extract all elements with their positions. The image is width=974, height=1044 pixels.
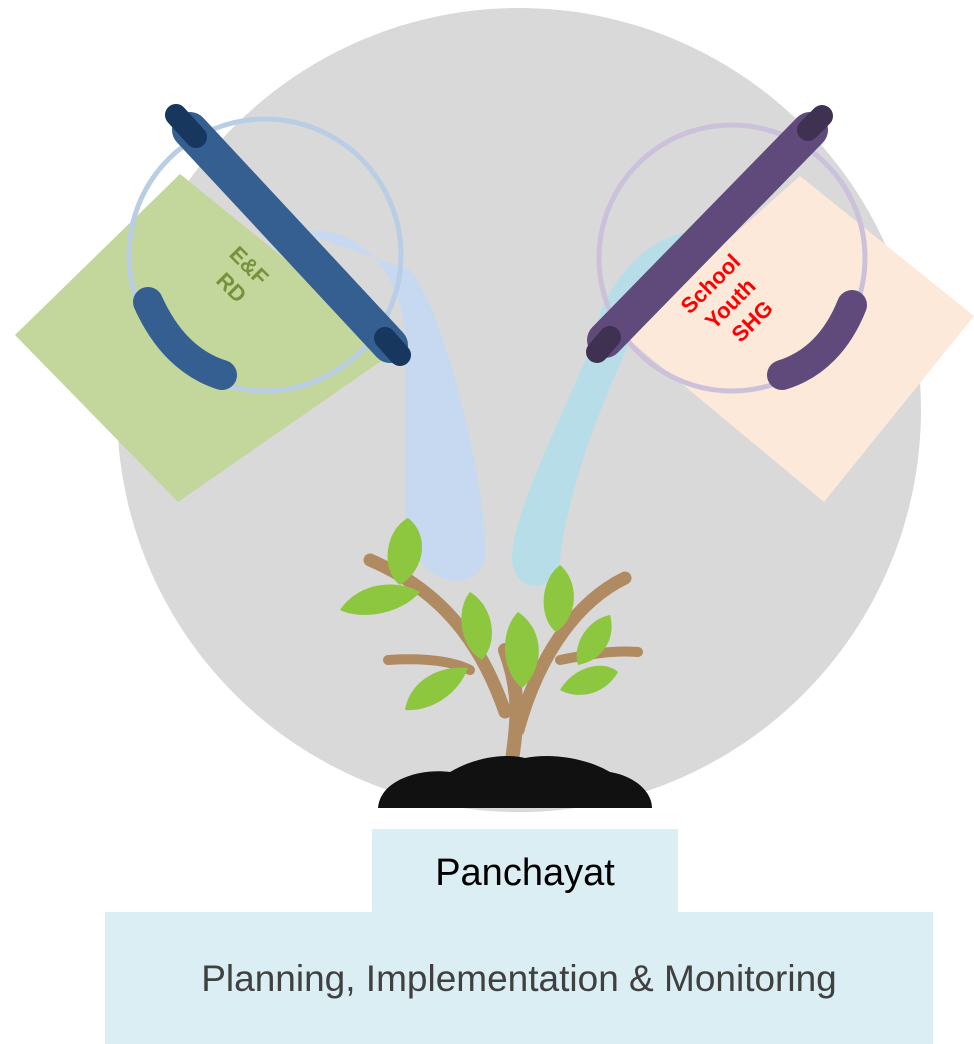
role-label: Planning, Implementation & Monitoring (201, 957, 837, 999)
left-bucket-handle-ring (126, 116, 404, 394)
right-bucket-rim-cap-top (797, 105, 833, 141)
right-bucket-grip (767, 290, 867, 390)
leaf-1 (387, 518, 422, 585)
leaf-4 (461, 592, 492, 660)
leaf-7 (576, 615, 612, 665)
plant (340, 518, 652, 808)
water-stream-left (300, 230, 486, 581)
right-bucket-rim-cap-bottom (586, 326, 621, 363)
water-stream-right (511, 230, 700, 587)
left-bucket: E&F RD (15, 104, 411, 502)
leaf-8 (560, 665, 618, 695)
leaf-5 (504, 612, 539, 688)
left-bucket-rim-cap-top (165, 104, 207, 148)
panchayat-label: Panchayat (435, 851, 615, 894)
right-bucket-rim (587, 112, 828, 358)
leaf-3 (405, 667, 468, 711)
left-bucket-body (15, 174, 397, 502)
left-bucket-grip (133, 287, 237, 390)
plant-branch-right (511, 571, 632, 737)
leaf-2 (340, 584, 420, 615)
role-box: Planning, Implementation & Monitoring (105, 912, 933, 1044)
plant-branch-left-low (383, 654, 475, 675)
left-bucket-rim (172, 112, 408, 363)
right-bucket: School Youth SHG (586, 105, 974, 502)
panchayat-box: Panchayat (372, 829, 678, 917)
soil-mound (378, 755, 652, 808)
leaf-6 (543, 565, 574, 632)
left-bucket-rim-cap-bottom (374, 327, 411, 366)
right-bucket-handle-ring (596, 122, 868, 394)
